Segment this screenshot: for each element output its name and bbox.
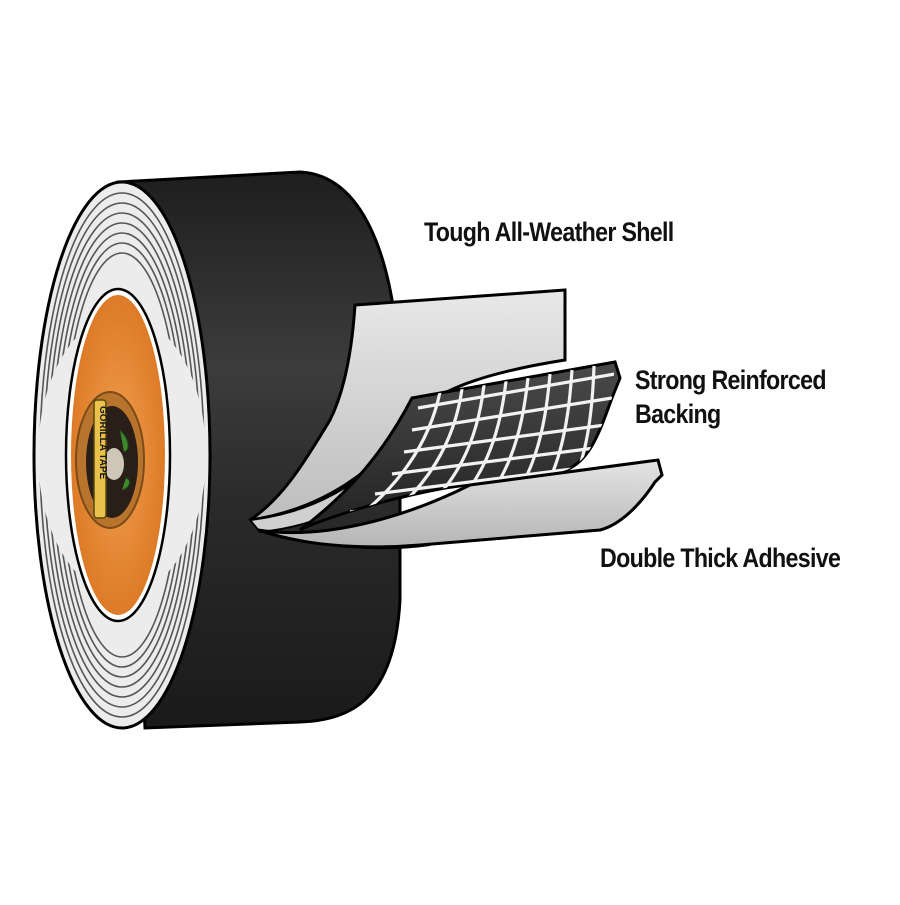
logo-text: GORILLA TAPE xyxy=(97,406,108,480)
backing-label-line-1: Strong Reinforced xyxy=(635,365,827,395)
peeling-layers xyxy=(248,288,664,550)
backing-label: Strong Reinforced Backing xyxy=(635,364,827,432)
gorilla-tape-logo: GORILLA TAPE xyxy=(75,391,145,529)
adhesive-label: Double Thick Adhesive xyxy=(600,542,841,576)
shell-label: Tough All-Weather Shell xyxy=(424,216,674,250)
backing-label-line-2: Backing xyxy=(635,398,721,429)
shell-label-text: Tough All-Weather Shell xyxy=(424,217,674,247)
adhesive-label-text: Double Thick Adhesive xyxy=(600,543,841,573)
